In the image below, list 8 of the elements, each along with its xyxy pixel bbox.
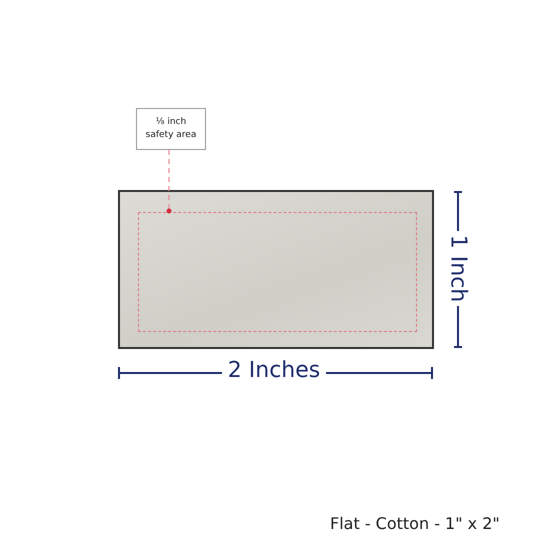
dimension-label: 2 Inches [226,358,322,383]
dimension-label: 1 Inch [446,234,470,304]
callout-box [136,108,206,150]
fabric-label [118,190,434,349]
safety-area [138,212,417,332]
callout-text: ⅛ inch safety area [144,116,198,142]
product-caption: Flat - Cotton - 1" x 2" [330,514,500,533]
leader-line [166,150,172,214]
